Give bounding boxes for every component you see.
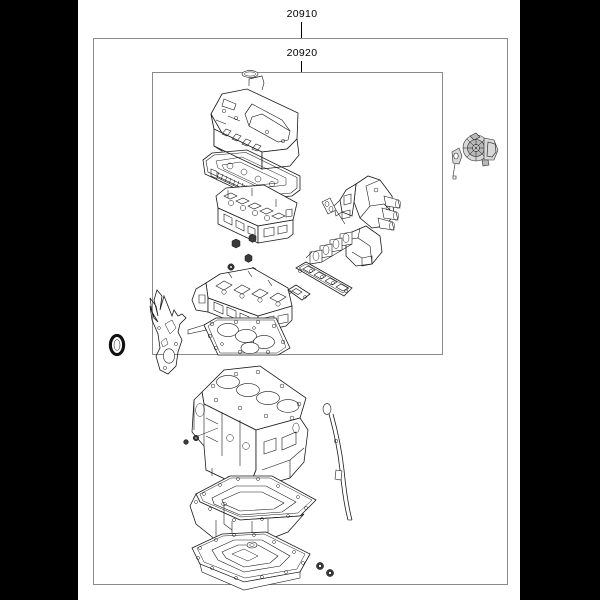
right-letterbox-band (520, 0, 600, 600)
part-number-label-20920[interactable]: 20920 (286, 47, 318, 59)
leader-line-20910 (301, 22, 302, 38)
group-box-20910[interactable] (93, 38, 508, 585)
leader-line-20920 (301, 61, 302, 72)
group-box-20920[interactable] (152, 72, 443, 355)
part-number-label-20910[interactable]: 20910 (286, 8, 318, 20)
left-letterbox-band (0, 0, 78, 600)
